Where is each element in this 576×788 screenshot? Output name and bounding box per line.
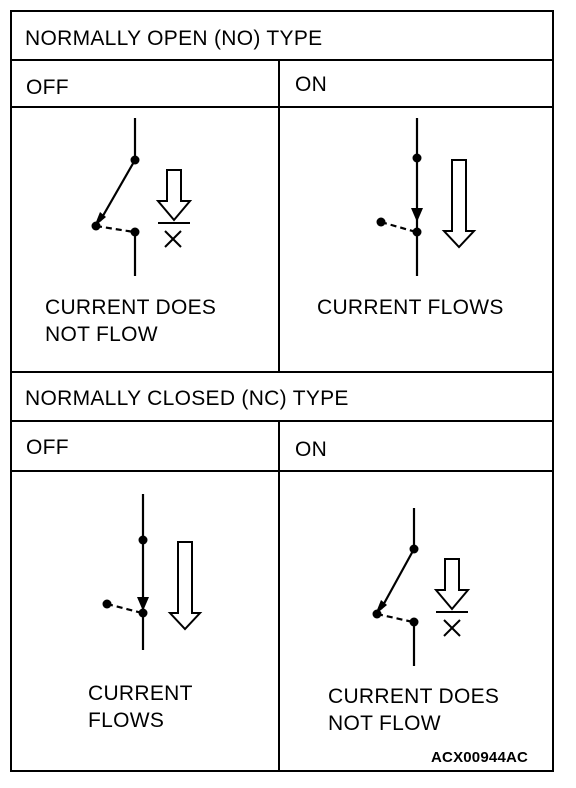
normally-closed-off-caption-1: CURRENT bbox=[88, 682, 193, 705]
blocked-arrow-icon bbox=[433, 558, 471, 637]
normally-open-off-caption-1: CURRENT DOES bbox=[45, 296, 217, 319]
normally-closed-off-caption-2: FLOWS bbox=[88, 709, 165, 732]
normally-open-title: NORMALLY OPEN (NO) TYPE bbox=[25, 27, 323, 50]
open-switch-icon bbox=[372, 508, 419, 666]
normally-open-on-caption: CURRENT FLOWS bbox=[317, 296, 504, 319]
normally-closed-on-caption-2: NOT FLOW bbox=[328, 712, 441, 735]
normally-open-on-label: ON bbox=[295, 73, 328, 96]
closed-switch-icon bbox=[376, 118, 423, 276]
normally-open-off-caption-2: NOT FLOW bbox=[45, 323, 158, 346]
closed-switch-icon bbox=[102, 494, 149, 650]
open-switch-icon bbox=[91, 118, 140, 276]
normally-open-off-label: OFF bbox=[26, 76, 69, 99]
normally-closed-on-caption-1: CURRENT DOES bbox=[328, 685, 500, 708]
figure-code: ACX00944AC bbox=[431, 749, 529, 766]
down-arrow-icon bbox=[441, 159, 477, 249]
table-grid bbox=[10, 10, 554, 772]
down-arrow-icon bbox=[167, 541, 203, 631]
normally-closed-off-label: OFF bbox=[26, 436, 69, 459]
normally-closed-title: NORMALLY CLOSED (NC) TYPE bbox=[25, 387, 349, 410]
blocked-arrow-icon bbox=[155, 169, 193, 248]
normally-closed-on-label: ON bbox=[295, 438, 328, 461]
